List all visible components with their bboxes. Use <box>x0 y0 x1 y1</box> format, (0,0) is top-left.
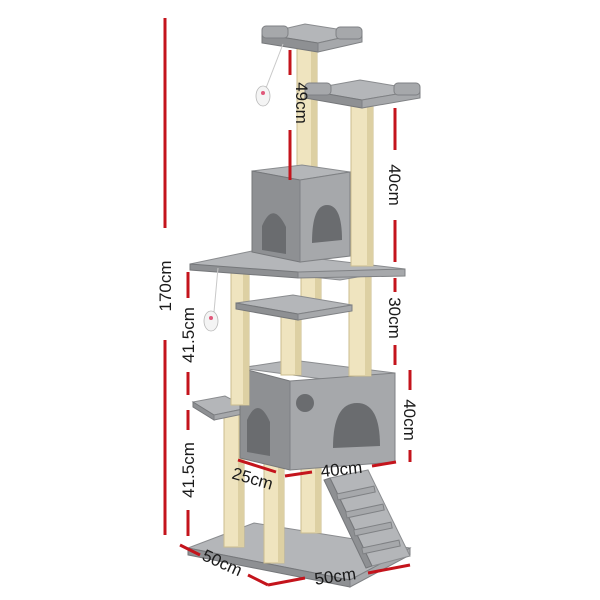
box-height-label: 40cm <box>400 399 419 441</box>
top-perch <box>261 23 363 53</box>
mid-right-post-height-label: 30cm <box>385 297 404 339</box>
lower-side-shelf <box>191 395 250 421</box>
upper-right-post-height-label: 40cm <box>385 164 404 206</box>
dimension-lines <box>163 18 412 587</box>
upper-condo <box>251 164 351 263</box>
box-width-label: 40cm <box>320 458 363 481</box>
large-middle-platform <box>189 250 406 281</box>
mid-left-post-height-label: 41.5cm <box>179 307 198 363</box>
lower-condo <box>239 359 396 471</box>
bottom-left-post-height-label: 41.5cm <box>179 442 198 498</box>
hanging-mouse-toy-lower <box>203 267 219 332</box>
hanging-mouse-toy-upper <box>255 43 284 107</box>
bottom-posts <box>223 409 322 564</box>
top-post-height-label: 49cm <box>292 82 311 124</box>
total-height-label: 170cm <box>156 260 175 311</box>
small-middle-shelf <box>235 294 353 321</box>
second-top-perch <box>304 79 421 109</box>
ladder-ramp <box>323 469 411 569</box>
cat-tree-illustration <box>186 23 421 588</box>
